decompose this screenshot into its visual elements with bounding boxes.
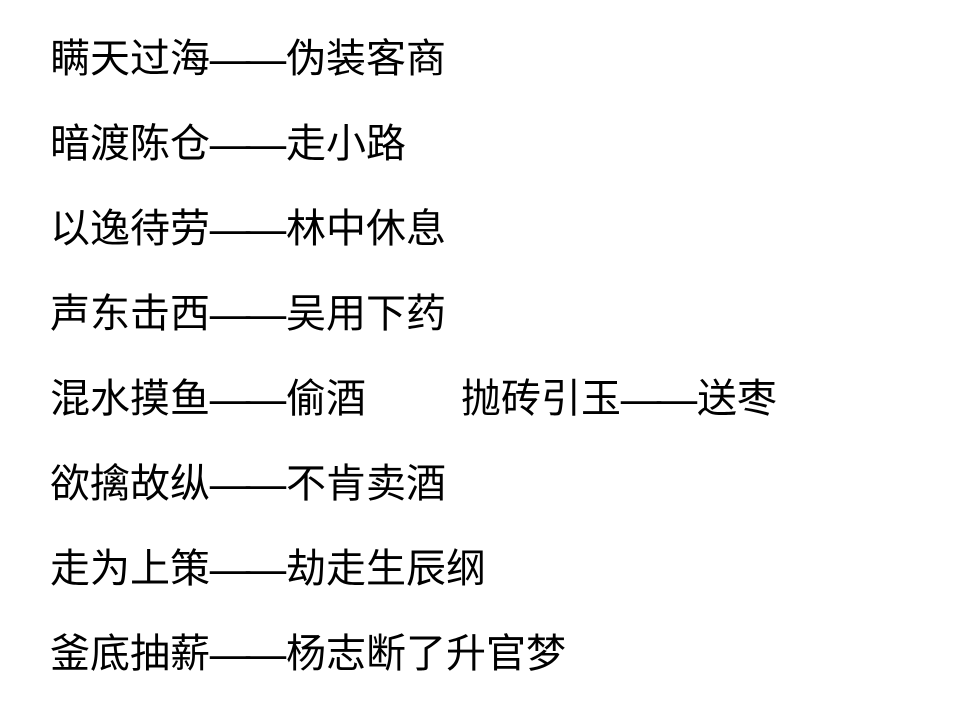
dash-separator: ——	[210, 120, 286, 166]
dash-separator: ——	[210, 460, 286, 506]
dash-separator: ——	[210, 545, 286, 591]
text-line: 声东击西 —— 吴用下药	[50, 271, 960, 356]
meaning-text: 偷酒	[286, 375, 366, 421]
text-line: 瞒天过海 —— 伪装客商	[50, 16, 960, 101]
dash-separator: ——	[210, 35, 286, 81]
strategy-term: 釜底抽薪	[50, 630, 210, 676]
strategy-term: 抛砖引玉	[461, 375, 621, 421]
meaning-text: 林中休息	[286, 205, 446, 251]
meaning-text: 杨志断了升官梦	[286, 630, 566, 676]
strategy-term: 以逸待劳	[50, 205, 210, 251]
meaning-text: 送枣	[697, 375, 777, 421]
meaning-text: 劫走生辰纲	[286, 545, 486, 591]
meaning-text: 伪装客商	[286, 35, 446, 81]
text-line: 以逸待劳 —— 林中休息	[50, 186, 960, 271]
strategy-term: 走为上策	[50, 545, 210, 591]
meaning-text: 不肯卖酒	[286, 460, 446, 506]
strategy-term: 混水摸鱼	[50, 375, 210, 421]
text-line: 欲擒故纵 —— 不肯卖酒	[50, 441, 960, 526]
text-line: 釜底抽薪 —— 杨志断了升官梦	[50, 611, 960, 696]
dash-separator: ——	[210, 290, 286, 336]
dash-separator: ——	[210, 630, 286, 676]
strategy-term: 欲擒故纵	[50, 460, 210, 506]
meaning-text: 走小路	[286, 120, 406, 166]
dash-separator: ——	[210, 375, 286, 421]
text-line: 走为上策 —— 劫走生辰纲	[50, 526, 960, 611]
text-line: 混水摸鱼 —— 偷酒 抛砖引玉 —— 送枣	[50, 356, 960, 441]
text-line: 暗渡陈仓 —— 走小路	[50, 101, 960, 186]
strategy-term: 瞒天过海	[50, 35, 210, 81]
strategy-term: 声东击西	[50, 290, 210, 336]
meaning-text: 吴用下药	[286, 290, 446, 336]
dash-separator: ——	[210, 205, 286, 251]
strategy-term: 暗渡陈仓	[50, 120, 210, 166]
dash-separator: ——	[621, 375, 697, 421]
